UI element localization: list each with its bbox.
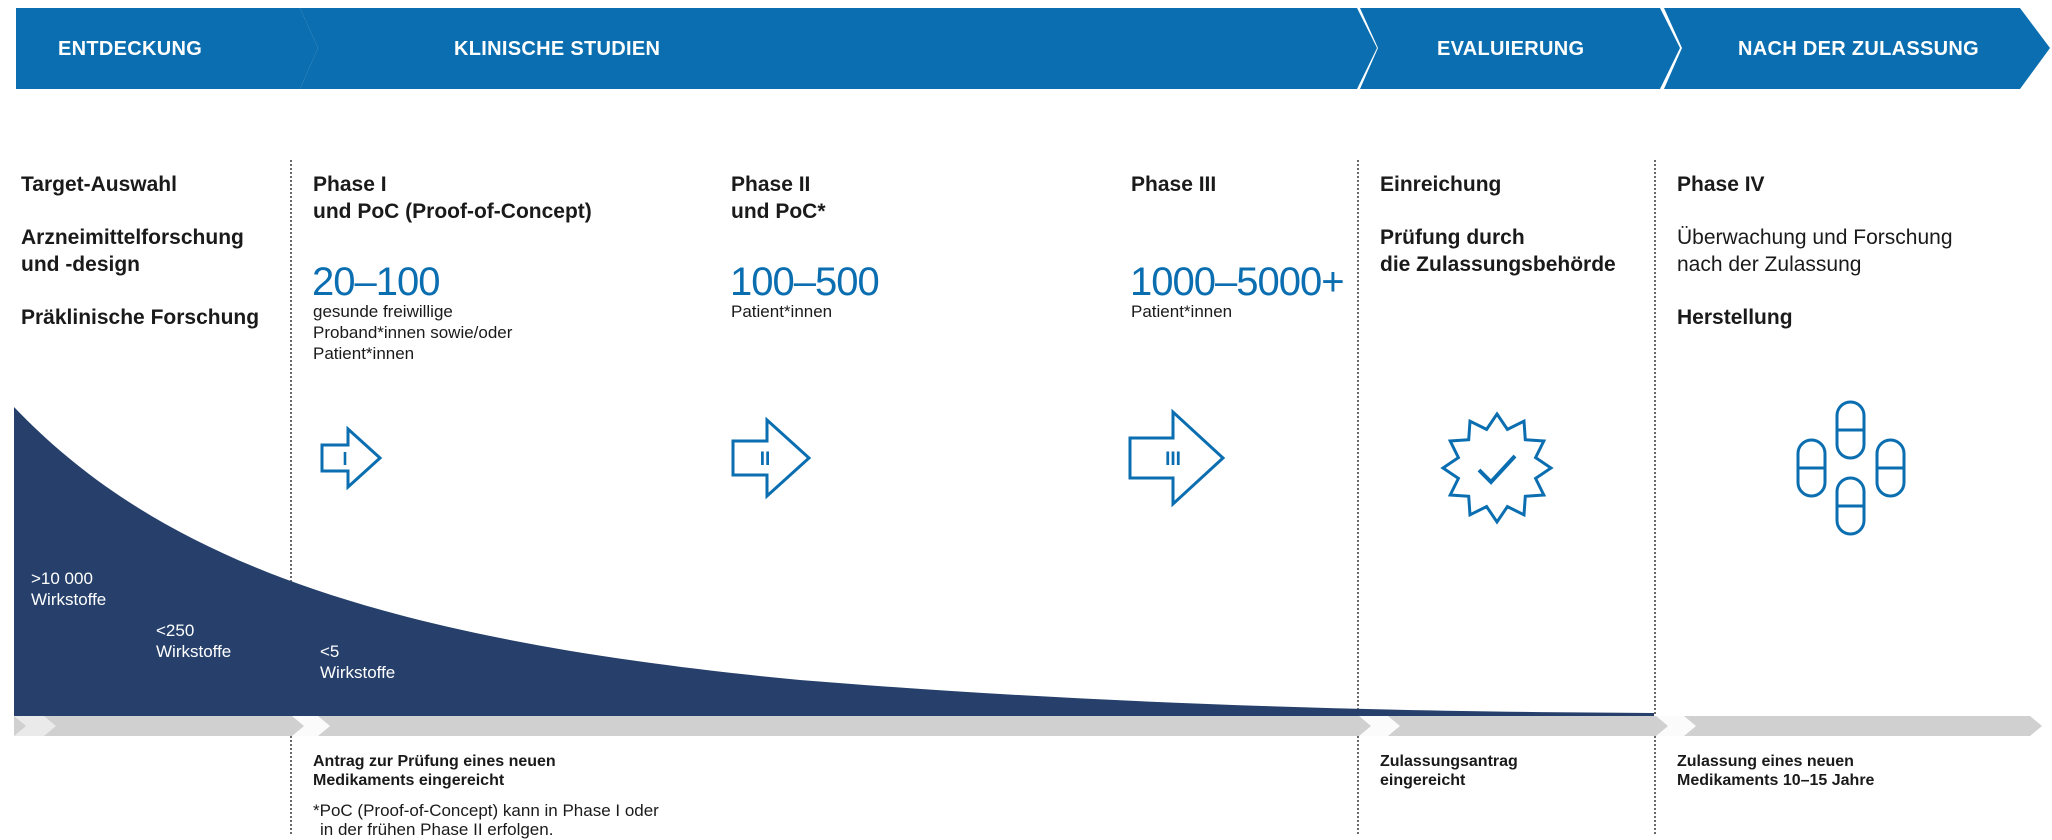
stage-label-post-approval: NACH DER ZULASSUNG [1738,38,1979,60]
divider-evaluation-post [1654,160,1656,834]
stage-chevron-post-approval [1664,8,2050,89]
milestone-approval-1: Zulassung eines neuen [1677,753,1854,770]
post-bold: Herstellung [1677,306,1793,329]
phase3-desc: Patient*innen [1131,302,1233,321]
phase2-participant-count: 100–500 [730,260,880,304]
timeline-tick-1 [14,716,56,736]
compound-label-preclinical: Wirkstoffe [156,642,232,661]
pills-icon [1796,400,1906,536]
stage-label-discovery: ENTDECKUNG [58,38,203,60]
milestone-approval-2: Medikaments 10–15 Jahre [1677,772,1875,789]
post-text-2: nach der Zulassung [1677,253,1862,276]
phase3-title: Phase III [1131,173,1217,196]
milestone-submission-2: eingereicht [1380,772,1466,789]
timeline-bar [14,716,2042,736]
phase2-arrow-icon: II [731,416,812,500]
phase1-participant-count: 20–100 [312,260,440,304]
stage-chevron-evaluation [1360,8,1680,89]
divider-phase3-evaluation [1357,160,1359,834]
discovery-item-preclinical: Präklinische Forschung [21,306,260,329]
svg-text:II: II [760,449,771,470]
divider-discovery-phase1 [290,160,292,834]
evaluation-subtitle-1: Prüfung durch [1380,226,1525,249]
evaluation-title: Einreichung [1380,173,1502,196]
timeline-tick-3 [1359,716,1400,736]
timeline-tick-2 [292,716,330,736]
svg-text:III: III [1165,449,1181,470]
svg-text:I: I [342,449,347,469]
discovery-item-research: Arzneimittelforschung [21,226,244,249]
discovery-item-design: und -design [21,253,140,276]
phase3-arrow-icon: III [1128,408,1226,508]
discovery-item-target: Target-Auswahl [21,173,177,196]
compound-label-discovery: Wirkstoffe [31,590,107,609]
attrition-curve [14,407,2042,736]
stage-label-evaluation: EVALUIERUNG [1437,38,1585,60]
phase1-desc-2: Proband*innen sowie/oder [313,323,513,342]
post-title: Phase IV [1677,173,1765,196]
phase2-title: Phase II [731,173,811,196]
footnote-1: *PoC (Proof-of-Concept) kann in Phase I … [313,801,659,820]
phase3-participant-count: 1000–5000+ [1130,260,1345,304]
milestone-ind-2: Medikaments eingereicht [313,772,505,789]
milestone-ind-1: Antrag zur Prüfung eines neuen [313,753,556,770]
stage-chevron-clinical [300,8,1377,89]
compound-count-preclinical: <250 [156,621,195,640]
phase1-subtitle: und PoC (Proof-of-Concept) [313,200,592,223]
timeline-tick-4 [1656,716,1696,736]
phase1-desc-3: Patient*innen [313,344,415,363]
stage-chevron-discovery [16,8,318,89]
stage-label-clinical: KLINISCHE STUDIEN [454,38,661,60]
milestone-submission-1: Zulassungsantrag [1380,753,1518,770]
footnote-2: in der frühen Phase II erfolgen. [320,820,554,839]
phase2-desc: Patient*innen [731,302,833,321]
evaluation-subtitle-2: die Zulassungsbehörde [1380,253,1616,276]
post-text-1: Überwachung und Forschung [1677,226,1953,249]
phase1-desc-1: gesunde freiwillige [313,302,453,321]
compound-label-clinical: Wirkstoffe [320,663,396,682]
phase1-arrow-icon: I [320,425,383,491]
phase2-subtitle: und PoC* [731,200,826,223]
phase1-title: Phase I [313,173,387,196]
stage-banner [16,8,2050,89]
approval-badge-icon [1440,411,1554,525]
compound-funnel [14,407,1654,716]
compound-count-clinical: <5 [320,642,340,661]
compound-count-discovery: >10 000 [31,569,93,588]
